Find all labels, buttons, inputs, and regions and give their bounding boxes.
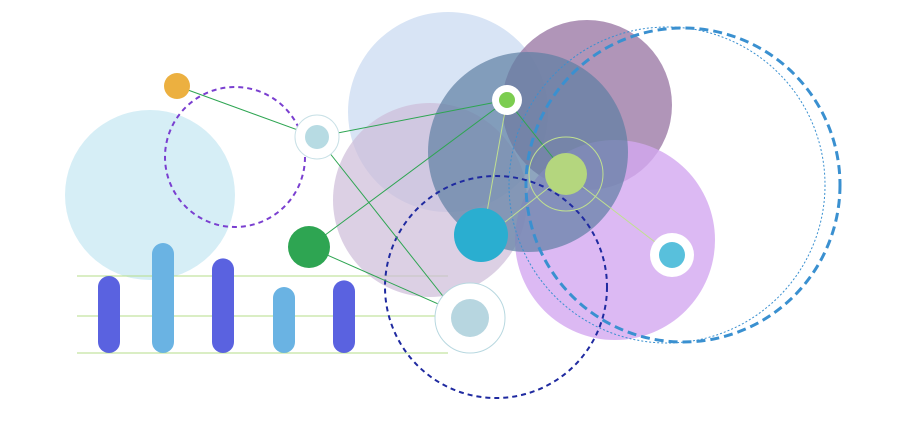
lime-ring	[528, 136, 604, 212]
blue-dotted-ring	[508, 26, 826, 344]
white-node-right	[650, 233, 694, 277]
white-node-top-left	[294, 114, 340, 160]
purple-dashed-ring	[164, 86, 306, 228]
white-node-top	[492, 85, 522, 115]
teal-node	[454, 208, 508, 262]
bar-4	[273, 287, 295, 353]
lime-node	[545, 153, 587, 195]
connector-lines	[176, 85, 673, 319]
light-blue-circle	[65, 110, 235, 280]
bar-1	[98, 276, 120, 353]
orange-node	[164, 73, 190, 99]
bar-5	[333, 280, 355, 353]
white-node-bottom	[434, 282, 506, 354]
navy-dashed-ring	[384, 175, 608, 399]
bar-3	[212, 258, 234, 353]
bar-2	[152, 243, 174, 353]
green-node	[288, 226, 330, 268]
bar-group	[98, 243, 355, 353]
